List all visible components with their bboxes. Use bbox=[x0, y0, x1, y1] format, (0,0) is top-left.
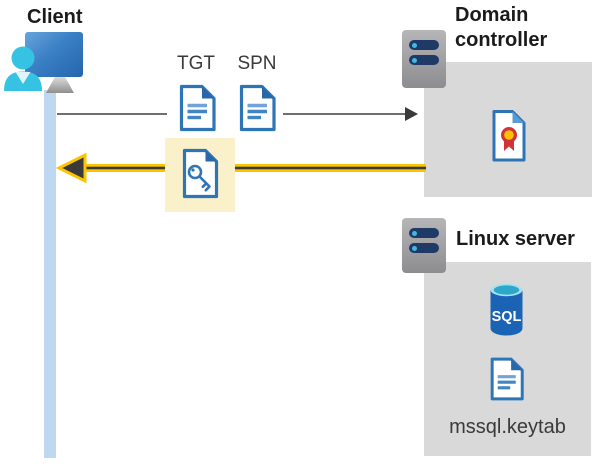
sql-database-icon: SQL bbox=[490, 283, 523, 336]
spn-document-icon bbox=[231, 80, 283, 136]
monitor-stand-icon bbox=[46, 77, 74, 93]
request-arrowhead-icon bbox=[405, 107, 418, 121]
response-arrowhead-icon bbox=[55, 152, 87, 184]
service-ticket-highlight bbox=[165, 138, 235, 212]
client-label: Client bbox=[27, 6, 83, 28]
linux-server-label: Linux server bbox=[456, 228, 575, 250]
key-icon bbox=[187, 164, 203, 180]
request-arrow-line bbox=[283, 113, 405, 115]
domain-controller-server-icon bbox=[402, 30, 446, 88]
response-arrow bbox=[55, 152, 426, 184]
tgt-label: TGT bbox=[177, 53, 215, 74]
server-bay-icon bbox=[409, 228, 439, 238]
document-icon bbox=[179, 84, 216, 132]
sql-badge-text: SQL bbox=[492, 309, 522, 325]
client-lifeline bbox=[44, 90, 56, 458]
server-bay-icon bbox=[409, 40, 439, 50]
key-document-icon bbox=[182, 148, 219, 199]
domain-controller-label: Domain controller bbox=[455, 4, 548, 51]
document-icon bbox=[239, 84, 276, 132]
server-bay-icon bbox=[409, 55, 439, 65]
keytab-document-icon bbox=[490, 357, 524, 401]
linux-server-icon bbox=[402, 218, 446, 273]
keytab-label: mssql.keytab bbox=[449, 416, 566, 438]
tgt-document-icon bbox=[171, 80, 223, 136]
monitor-icon bbox=[25, 32, 83, 77]
spn-label: SPN bbox=[237, 53, 277, 74]
server-bay-icon bbox=[409, 243, 439, 253]
certificate-icon bbox=[492, 110, 526, 162]
request-arrow-line bbox=[57, 113, 167, 115]
user-icon bbox=[4, 46, 42, 91]
